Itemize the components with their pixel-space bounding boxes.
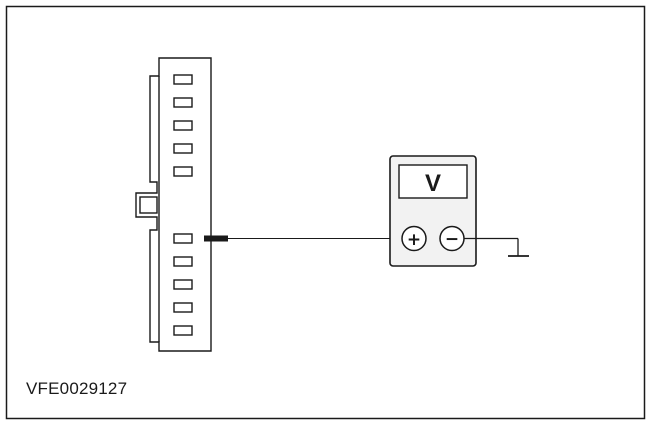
connector-pin (173, 97, 193, 108)
connector-pin (173, 302, 193, 313)
probe-tip (204, 235, 228, 242)
positive-terminal-symbol: + (407, 230, 421, 250)
connector-pin (173, 74, 193, 85)
multimeter-display-text: V (425, 170, 441, 197)
connector-pin (173, 279, 193, 290)
connector (135, 57, 212, 352)
connector-pin (173, 143, 193, 154)
multimeter: V + − (389, 155, 477, 267)
multimeter-display (398, 164, 468, 199)
connector-housing (135, 57, 212, 352)
connector-pin (173, 166, 193, 177)
connector-pin (173, 325, 193, 336)
negative-terminal-symbol: − (445, 230, 459, 250)
diagram-border (5, 5, 646, 420)
positive-terminal (401, 225, 427, 252)
ground-connection (464, 237, 529, 257)
connector-pin (173, 120, 193, 131)
figure-id: VFE0029127 (26, 379, 128, 398)
connector-latch (139, 196, 158, 214)
connector-pin (173, 256, 193, 267)
connector-pin-probed (173, 233, 193, 244)
